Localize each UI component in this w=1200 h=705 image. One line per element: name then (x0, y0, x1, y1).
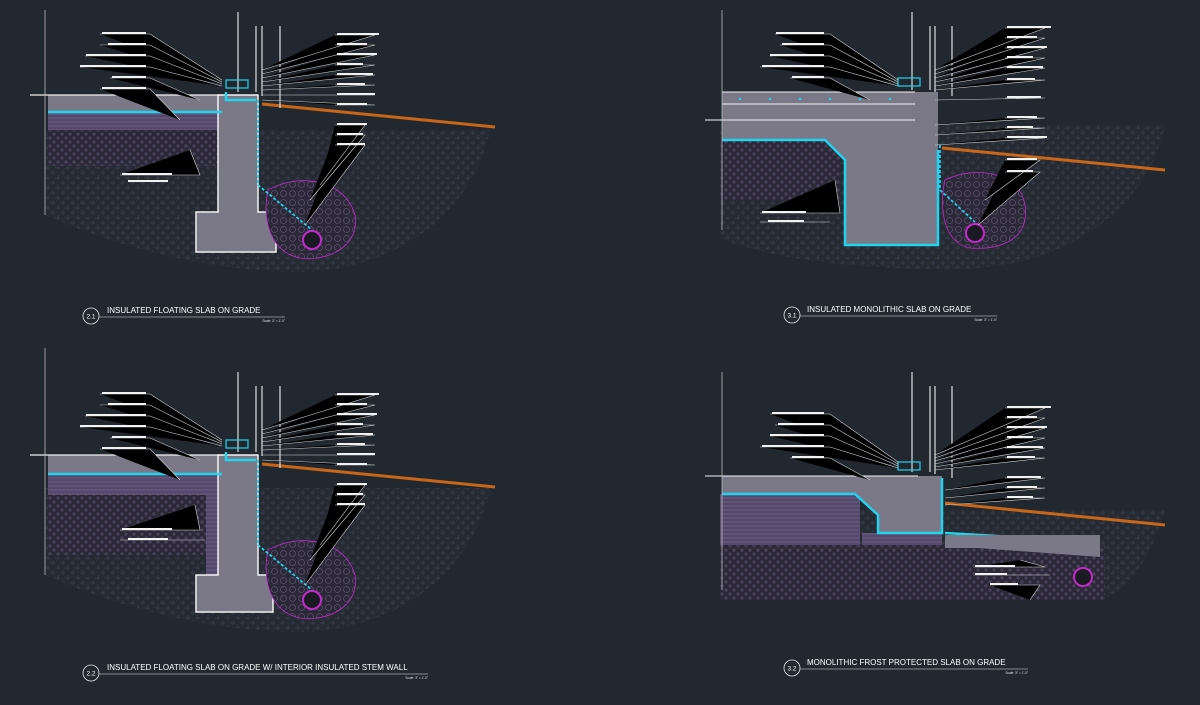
dimple-membrane (257, 100, 313, 231)
insulation-layer (48, 475, 218, 495)
detail-number: 2.2 (86, 671, 95, 678)
wall-framing (237, 372, 281, 468)
grade-line (261, 462, 496, 489)
sill-plate (897, 77, 921, 87)
wall-framing (237, 12, 281, 108)
insulation-layer (720, 494, 860, 545)
detail-title-2-2: 2.2 INSULATED FLOATING SLAB ON GRADE W/ … (82, 663, 428, 682)
concrete-slab (722, 476, 942, 533)
annotation-text-bars (80, 32, 379, 182)
detail-scale: Scale: 3" = 1'-0" (1005, 671, 1028, 675)
grade-line (941, 146, 1166, 172)
detail-2-1: 2.1 INSULATED FLOATING SLAB ON GRADE Sca… (30, 10, 496, 325)
detail-number: 2.1 (86, 314, 95, 321)
sill-plate (897, 461, 921, 471)
sill-plate (225, 79, 249, 89)
wall-framing (911, 12, 953, 96)
detail-number-bubble (82, 307, 100, 325)
wall-framing (911, 372, 953, 478)
concrete-slab (48, 95, 222, 112)
membrane (722, 478, 944, 535)
concrete-slab (48, 455, 222, 474)
detail-3-2: 3.2 MONOLITHIC FROST PROTECTED SLAB ON G… (705, 372, 1166, 677)
drain-stone (265, 540, 356, 619)
detail-scale: Scale: 3" = 1'-0" (262, 319, 285, 323)
concrete-slab (722, 92, 938, 245)
detail-title: MONOLITHIC FROST PROTECTED SLAB ON GRADE (807, 658, 1006, 667)
detail-scale: Scale: 3" = 1'-0" (405, 676, 428, 680)
leader-lines (80, 33, 376, 226)
insulation-layer (48, 113, 218, 130)
rebar-dots (738, 97, 892, 101)
dimple-membrane (257, 460, 313, 591)
detail-3-1: 3.1 INSULATED MONOLITHIC SLAB ON GRADE S… (705, 10, 1166, 324)
detail-2-2: 2.2 INSULATED FLOATING SLAB ON GRADE W/ … (30, 348, 496, 682)
detail-title-3-2: 3.2 MONOLITHIC FROST PROTECTED SLAB ON G… (783, 658, 1028, 677)
drain-pipe (965, 223, 985, 243)
drain-pipe (302, 230, 322, 250)
annotation-text-bars (762, 406, 1051, 585)
detail-title-2-1: 2.1 INSULATED FLOATING SLAB ON GRADE Sca… (82, 306, 285, 325)
drain-stone (265, 180, 356, 259)
sill-plate (225, 439, 249, 449)
frost-wing (945, 535, 1100, 557)
detail-title-3-1: 3.1 INSULATED MONOLITHIC SLAB ON GRADE S… (783, 305, 997, 324)
detail-scale: Scale: 3" = 1'-0" (974, 318, 997, 322)
slab-top (722, 91, 915, 105)
dimple-membrane (939, 145, 976, 223)
detail-number: 3.1 (787, 313, 796, 320)
grade-line (261, 102, 496, 129)
drain-pipe (1073, 567, 1093, 587)
detail-number-bubble (82, 664, 100, 682)
membrane (48, 452, 256, 476)
detail-title: INSULATED FLOATING SLAB ON GRADE W/ INTE… (107, 663, 408, 672)
membrane (48, 92, 256, 114)
grade-line (944, 501, 1166, 527)
detail-title: INSULATED FLOATING SLAB ON GRADE (107, 306, 261, 315)
detail-number-bubble (783, 306, 801, 324)
detail-number-bubble (783, 659, 801, 677)
membrane (722, 138, 940, 247)
drain-pipe (302, 590, 322, 610)
wing-insulation (862, 533, 942, 545)
leader-lines (760, 407, 1050, 601)
detail-number: 3.2 (787, 666, 796, 673)
detail-title: INSULATED MONOLITHIC SLAB ON GRADE (807, 305, 971, 314)
annotation-text-bars (762, 26, 1051, 222)
stem-wall-insulation (206, 495, 218, 575)
gravel-layer (720, 545, 1105, 600)
annotation-text-bars (80, 392, 379, 540)
stem-wall (195, 94, 277, 253)
